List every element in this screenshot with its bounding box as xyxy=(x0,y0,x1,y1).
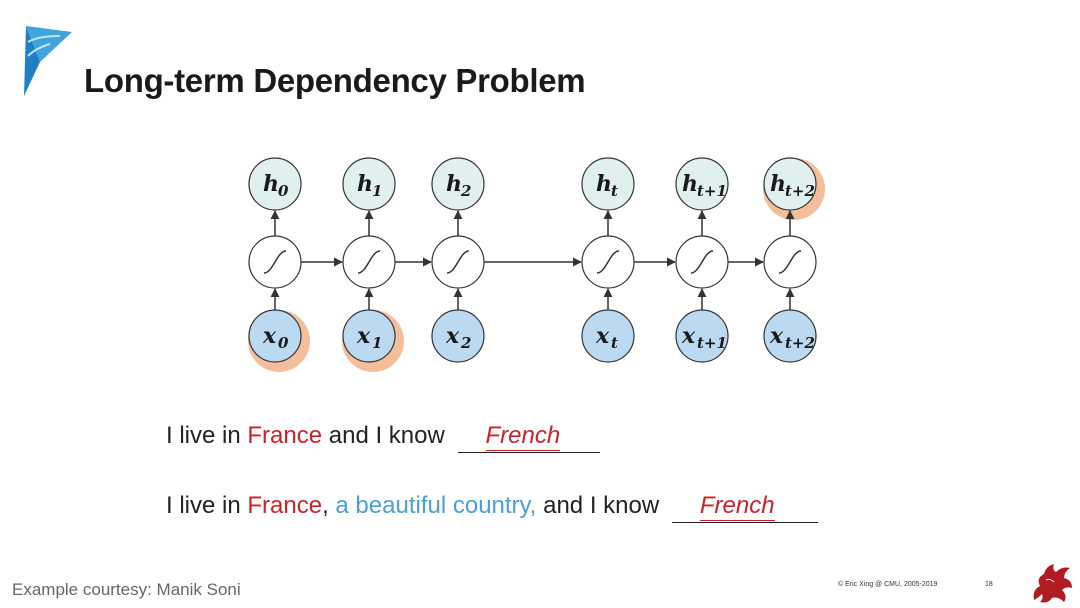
input-node xyxy=(675,309,729,363)
hidden-label: h xyxy=(770,171,786,197)
input-label: x xyxy=(595,323,610,349)
hidden-label: h xyxy=(682,171,698,197)
copyright: © Eric Xing @ CMU, 2005-2019 xyxy=(838,581,938,588)
sentence-2-country: a beautiful country, xyxy=(328,492,537,519)
page-number: 18 xyxy=(985,581,993,588)
input-node xyxy=(342,309,396,363)
sigmoid-icon xyxy=(690,250,714,274)
sentence-1-answer: French xyxy=(485,422,561,451)
example-credit: Example courtesy: Manik Soni xyxy=(12,580,241,599)
sigmoid-icon xyxy=(357,250,381,274)
input-subscript: t+1 xyxy=(697,334,727,352)
sentence-1: I live in France and I know French xyxy=(166,422,600,453)
cmu-dragon-icon xyxy=(1033,564,1072,603)
input-subscript: 1 xyxy=(372,334,382,352)
sentence-1-blank: French xyxy=(457,422,600,453)
sentence-2-blank: French xyxy=(671,492,818,523)
hidden-subscript: t+2 xyxy=(785,182,815,200)
hidden-label: h xyxy=(596,171,612,197)
sentence-1-part2: and I know xyxy=(322,422,452,449)
hidden-subscript: 2 xyxy=(460,182,471,200)
sentence-1-france: France xyxy=(247,422,323,449)
sentence-1-part1: I live in xyxy=(166,422,248,449)
hidden-node xyxy=(763,157,817,211)
hidden-label: h xyxy=(263,171,279,197)
sentence-2-answer: French xyxy=(699,492,775,521)
sentence-2-comma: , xyxy=(322,492,329,519)
sigmoid-icon xyxy=(596,250,620,274)
hidden-node xyxy=(581,157,635,211)
hidden-node xyxy=(248,157,302,211)
slide-title: Long-term Dependency Problem xyxy=(84,62,586,99)
hidden-label: h xyxy=(446,171,462,197)
input-node xyxy=(763,309,817,363)
hidden-subscript: 0 xyxy=(278,182,289,200)
sentence-2-france: France xyxy=(247,492,323,519)
sentence-2: I live in France, a beautiful country, a… xyxy=(166,492,818,523)
input-subscript: t xyxy=(611,334,618,352)
sigmoid-icon xyxy=(446,250,470,274)
input-label: x xyxy=(445,323,460,349)
input-subscript: t+2 xyxy=(785,334,815,352)
hidden-node xyxy=(342,157,396,211)
input-node xyxy=(431,309,485,363)
input-label: x xyxy=(262,323,277,349)
input-subscript: 0 xyxy=(278,334,289,352)
input-label: x xyxy=(769,323,784,349)
hidden-subscript: t+1 xyxy=(697,182,727,200)
hidden-subscript: t xyxy=(611,182,618,200)
hidden-label: h xyxy=(357,171,373,197)
sigmoid-icon xyxy=(778,250,802,274)
input-label: x xyxy=(356,323,371,349)
sentence-2-part1: I live in xyxy=(166,492,248,519)
hidden-node xyxy=(431,157,485,211)
hidden-subscript: 1 xyxy=(372,182,382,200)
hidden-node xyxy=(675,157,729,211)
input-node xyxy=(581,309,635,363)
input-label: x xyxy=(681,323,696,349)
sentence-2-part2: and I know xyxy=(536,492,666,519)
cmu-blue-logo-icon xyxy=(24,26,72,96)
sigmoid-icon xyxy=(263,250,287,274)
input-subscript: 2 xyxy=(460,334,471,352)
input-node xyxy=(248,309,302,363)
